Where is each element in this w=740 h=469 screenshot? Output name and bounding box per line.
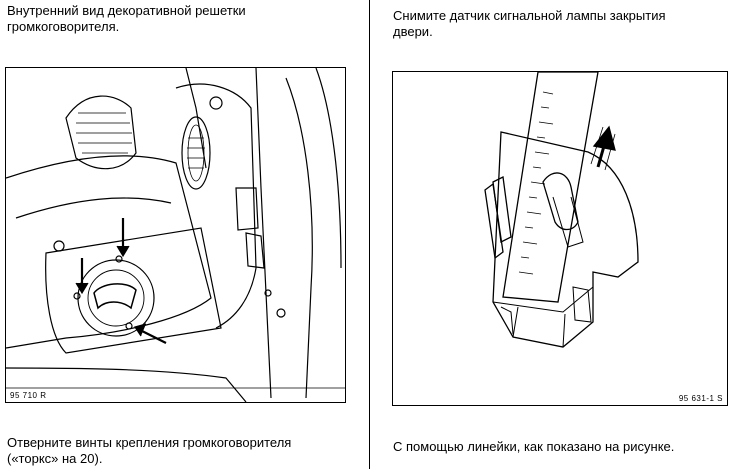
right-caption-bottom: С помощью линейки, как показано на рисун… <box>393 439 675 454</box>
right-caption-top: Снимите датчик сигнальной лампы закрытия… <box>393 8 666 39</box>
left-figure-speaker-grille: 95 710 R <box>5 67 346 403</box>
right-figure-code: 95 631-1 S <box>678 394 723 403</box>
door-sensor-drawing <box>484 71 639 348</box>
left-figure-code: 95 710 R <box>10 391 47 400</box>
left-caption-bottom: Отверните винты крепления громкоговорите… <box>7 435 292 466</box>
right-figure-door-sensor: 95 631-1 S <box>392 71 728 406</box>
left-caption-top: Внутренний вид декоративной решетки гром… <box>7 3 246 34</box>
door-panel-drawing <box>5 67 345 403</box>
column-divider <box>369 0 370 469</box>
